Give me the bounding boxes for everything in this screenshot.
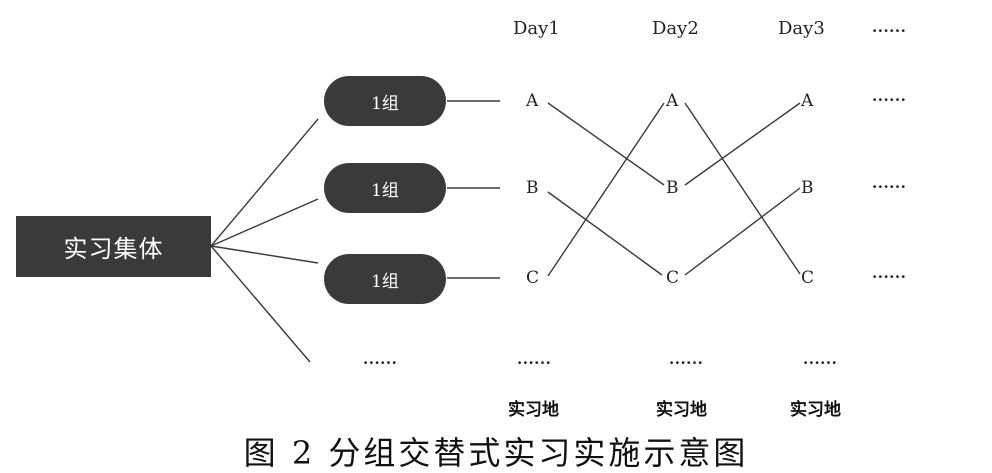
day2-ellipsis: ······ xyxy=(669,354,704,372)
link-day1a-day2b xyxy=(547,102,665,186)
day3-header: Day3 xyxy=(778,18,825,39)
day1-node-c: C xyxy=(526,268,540,288)
group-pill-2: 1组 xyxy=(324,163,446,213)
extra-row-b-ellipsis: ······ xyxy=(872,178,907,196)
root-box-internship-collective: 实习集体 xyxy=(16,216,211,277)
day2-node-b: B xyxy=(666,178,679,198)
group-pill-3: 1组 xyxy=(324,254,446,304)
group-pill-1: 1组 xyxy=(324,76,446,126)
day2-node-a: A xyxy=(666,91,679,111)
day3-node-c: C xyxy=(801,268,815,288)
day1-ellipsis: ······ xyxy=(517,354,552,372)
root-label: 实习集体 xyxy=(63,235,164,263)
day2-site-label: 实习地 xyxy=(656,400,707,420)
day3-site-label: 实习地 xyxy=(790,400,841,420)
root-link-group2 xyxy=(210,198,319,247)
day1-node-b: B xyxy=(526,178,539,198)
root-link-group1 xyxy=(210,118,319,247)
day2-header: Day2 xyxy=(652,18,699,39)
extra-row-a-ellipsis: ······ xyxy=(872,91,907,109)
extra-column-header-ellipsis: ······ xyxy=(872,22,907,40)
link-day2c-day3b xyxy=(684,187,801,276)
link-day1c-day2a xyxy=(547,102,665,277)
day3-node-b: B xyxy=(801,178,814,198)
day2-node-c: C xyxy=(666,268,680,288)
link-day2a-day3c xyxy=(684,102,801,275)
day3-ellipsis: ······ xyxy=(803,354,838,372)
extra-row-c-ellipsis: ······ xyxy=(872,268,907,286)
group-label: 1组 xyxy=(371,93,399,114)
group-label: 1组 xyxy=(371,180,399,201)
day1-header: Day1 xyxy=(513,18,560,39)
day3-node-a: A xyxy=(801,91,814,111)
link-day2b-day3a xyxy=(684,102,801,186)
root-link-more xyxy=(210,245,311,363)
root-link-group3 xyxy=(210,245,319,264)
day1-node-a: A xyxy=(526,91,539,111)
group-label: 1组 xyxy=(371,271,399,292)
day1-site-label: 实习地 xyxy=(508,400,559,420)
link-day1b-day2c xyxy=(547,191,663,276)
figure-caption: 图 2 分组交替式实习实施示意图 xyxy=(243,434,749,472)
group-ellipsis: ······ xyxy=(363,354,398,372)
